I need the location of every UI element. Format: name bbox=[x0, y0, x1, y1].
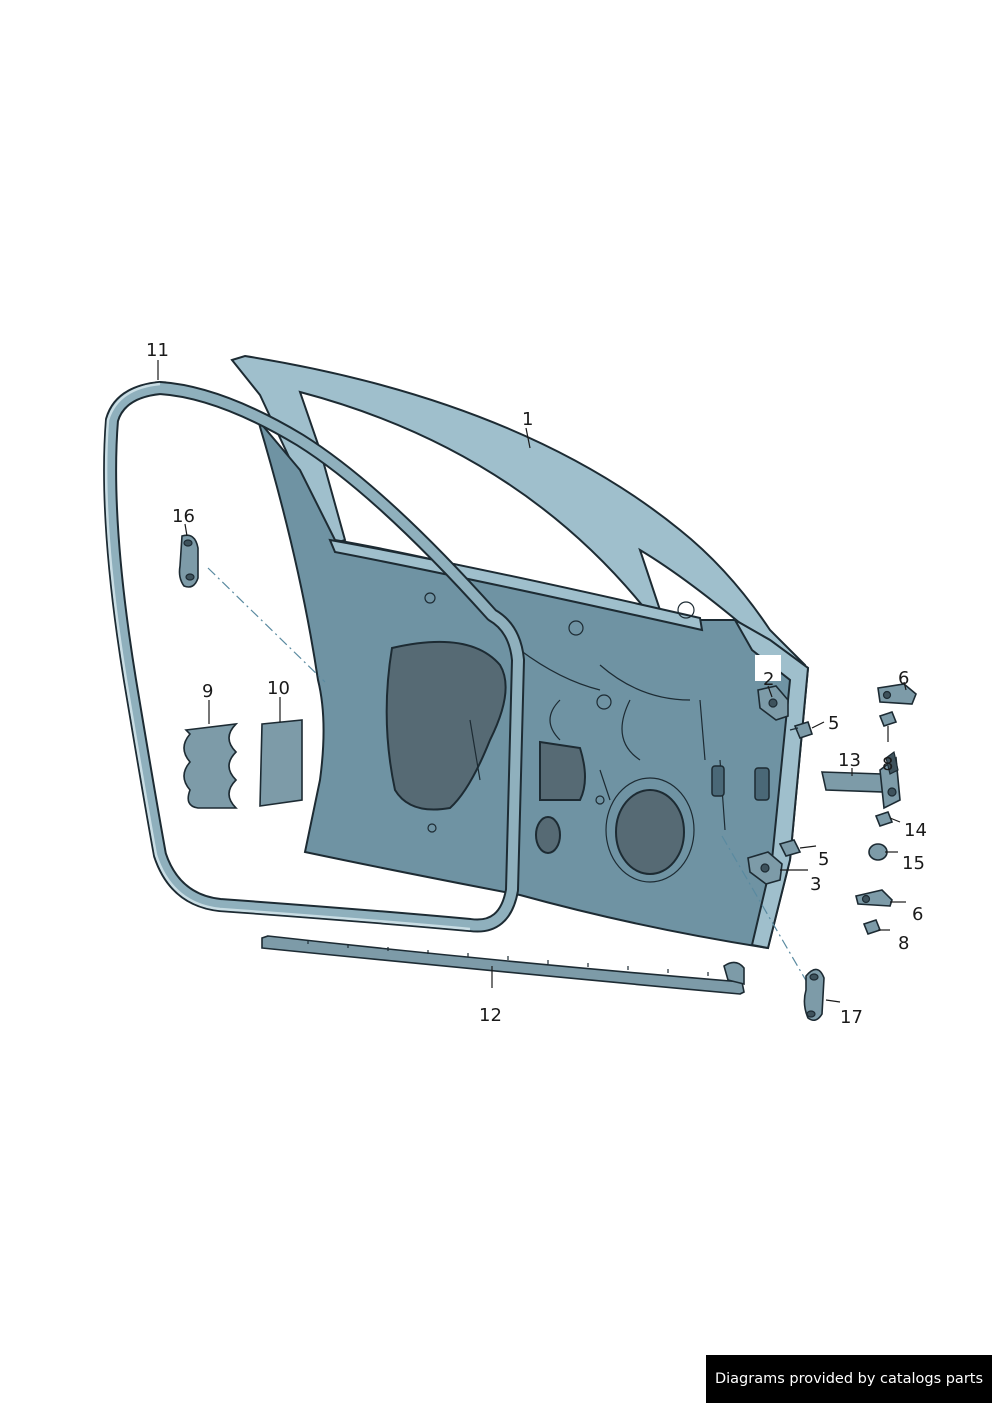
door-access-opening-middle bbox=[539, 740, 586, 801]
door-speaker-ring bbox=[605, 777, 695, 883]
door-seal bbox=[103, 381, 525, 933]
callout-8-lower: 8 bbox=[898, 933, 909, 954]
door-check-13 bbox=[820, 750, 901, 810]
callout-3: 3 bbox=[810, 874, 821, 895]
door-hole-d bbox=[677, 601, 695, 619]
bolt-8-upper bbox=[878, 711, 898, 727]
hinge-bracket-6-upper bbox=[877, 683, 917, 705]
bolt-5-upper bbox=[789, 721, 814, 739]
damping-pad-10 bbox=[259, 719, 303, 807]
callout-labels: 1 11 16 9 10 2 5 6 8 13 14 15 5 3 6 8 17… bbox=[146, 340, 927, 1028]
callout-5-lower: 5 bbox=[818, 849, 829, 870]
door-hole-b bbox=[568, 620, 584, 636]
plug-17 bbox=[803, 968, 825, 1022]
door-latch-slot bbox=[711, 765, 725, 797]
sill-seal-strip bbox=[261, 935, 745, 995]
door-hole-f bbox=[595, 795, 605, 805]
damping-pad-9 bbox=[183, 722, 239, 809]
hinge-bracket-6-lower bbox=[855, 889, 893, 907]
sill-strip-end-clip bbox=[723, 961, 745, 986]
cap-15 bbox=[868, 843, 888, 861]
callout-11: 11 bbox=[146, 340, 169, 361]
callout-5-upper: 5 bbox=[828, 713, 839, 734]
door-hole-a bbox=[424, 592, 436, 604]
sill-strip-body bbox=[261, 935, 745, 995]
callout-1: 1 bbox=[522, 409, 533, 430]
door-hole-e bbox=[427, 823, 437, 833]
callout-8-upper: 8 bbox=[882, 754, 893, 775]
callout-13: 13 bbox=[838, 750, 861, 771]
bolt-8-lower bbox=[862, 919, 882, 935]
callout-6-upper: 6 bbox=[898, 668, 909, 689]
door-access-opening-large bbox=[385, 640, 507, 811]
watermark-banner: Diagrams provided by catalogs parts bbox=[706, 1355, 992, 1403]
sill-strip-clips bbox=[307, 940, 709, 976]
plug-16 bbox=[178, 534, 199, 588]
door-speaker-opening bbox=[615, 789, 685, 875]
watermark-text: Diagrams provided by catalogs parts bbox=[714, 1371, 984, 1387]
door-seal-body bbox=[105, 383, 523, 931]
bolt-5-lower bbox=[778, 839, 802, 857]
door-check-slot bbox=[754, 767, 770, 801]
leader-lines bbox=[157, 360, 907, 1003]
callout-14: 14 bbox=[904, 820, 927, 841]
callout-16: 16 bbox=[172, 506, 195, 527]
door-seal-highlight bbox=[104, 382, 471, 931]
callout-6-lower: 6 bbox=[912, 904, 923, 925]
plug-16-dash-line bbox=[207, 567, 326, 683]
callout-10: 10 bbox=[267, 678, 290, 699]
callout-9: 9 bbox=[202, 681, 213, 702]
callout-12: 12 bbox=[479, 1005, 502, 1026]
door-small-opening bbox=[535, 816, 561, 854]
callout-15: 15 bbox=[902, 853, 925, 874]
hinge-upper-part-2 bbox=[755, 655, 789, 721]
callout-17: 17 bbox=[840, 1007, 863, 1028]
callout-2: 2 bbox=[763, 669, 774, 690]
plug-17-dash-line bbox=[721, 835, 809, 985]
door-shell bbox=[230, 354, 810, 950]
door-hole-c bbox=[596, 694, 612, 710]
hinge-lower-part-3 bbox=[747, 851, 783, 885]
bolt-14 bbox=[874, 811, 894, 827]
